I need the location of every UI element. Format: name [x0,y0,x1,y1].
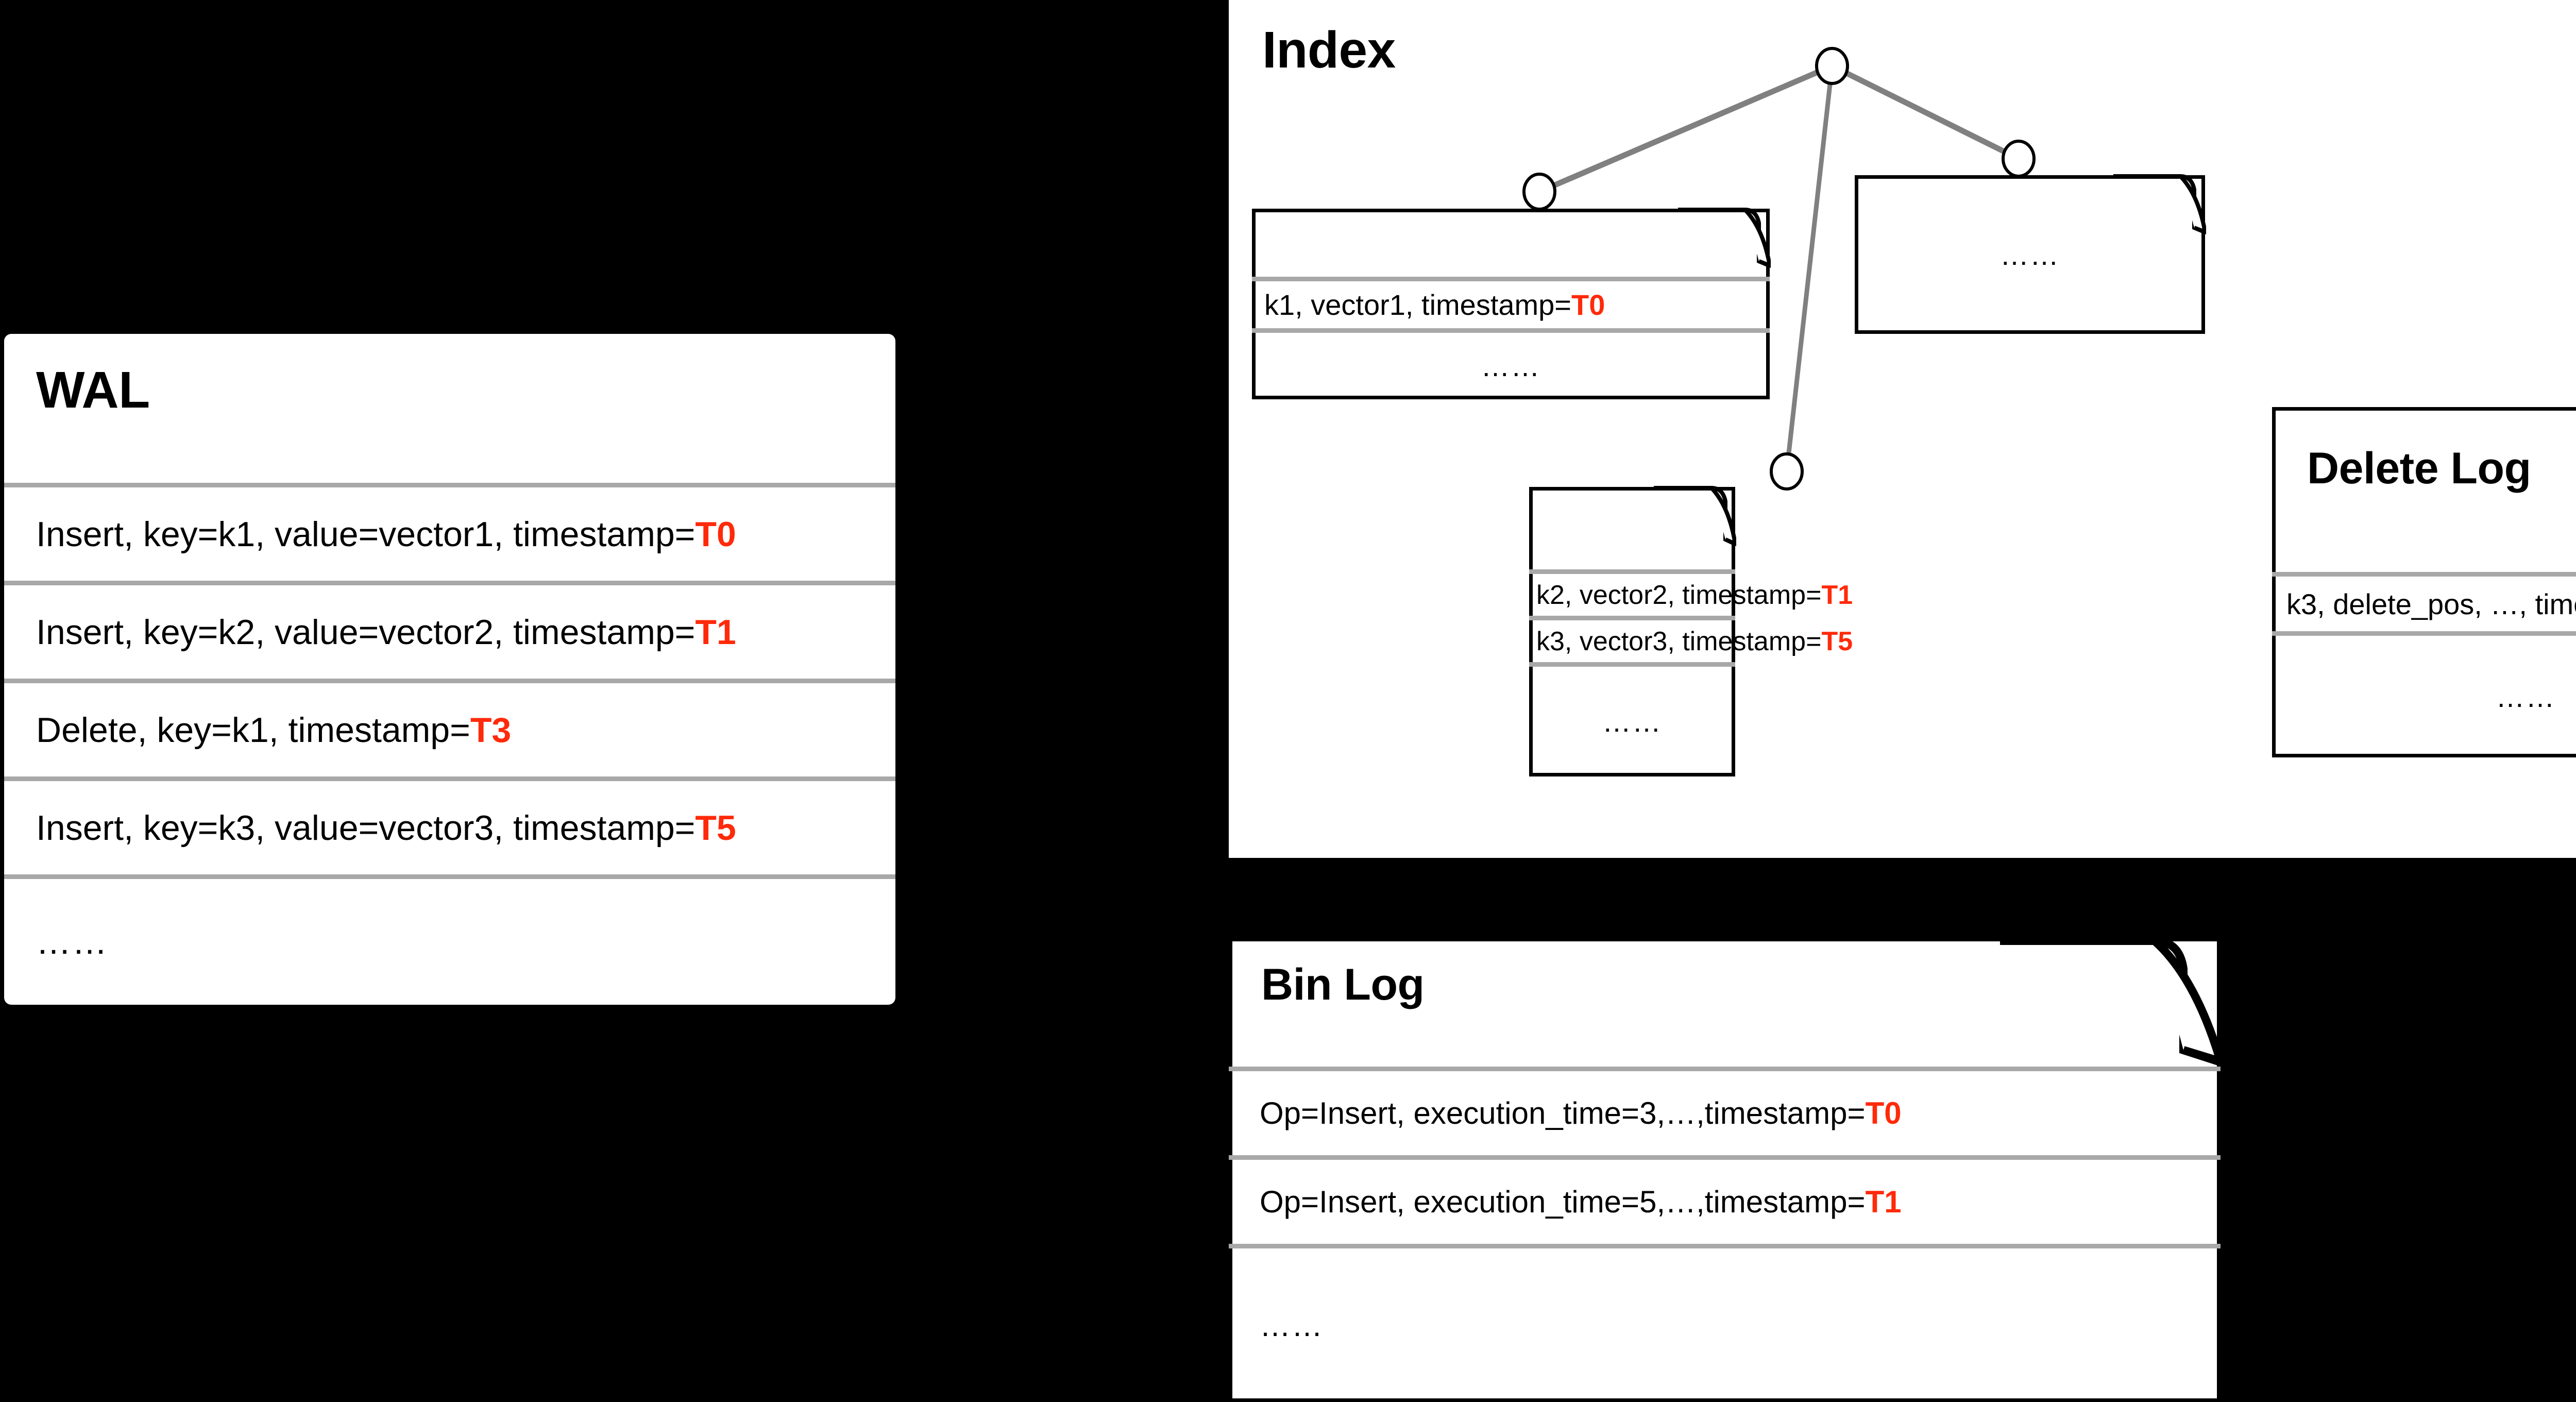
bin-log-row-ellipsis: …… [1260,1308,1324,1343]
index-title: Index [1262,21,1396,79]
leaf-k1-row: k1, vector1, timestamp=T0 [1252,277,1770,328]
bin-log-title: Bin Log [1261,960,1425,1009]
wal-row: …… [4,874,895,1005]
wal-row-text: Insert, key=k3, value=vector3, timestamp… [36,808,736,848]
bin-log-timestamp: T1 [1865,1185,1902,1219]
leaf-k2k3-row: k2, vector2, timestamp=T1 [1529,569,1853,616]
wal-title: WAL [36,361,150,419]
wal-row-timestamp: T1 [695,612,736,652]
wal-row-text: Insert, key=k1, value=vector1, timestamp… [36,514,736,554]
delete-log-title: Delete Log [2307,444,2531,493]
wal-row: Insert, key=k3, value=vector3, timestamp… [4,776,895,874]
delete-log-row: …… [2272,631,2576,757]
wal-panel [4,334,895,1005]
leaf-k3-row-text: k3, vector3, timestamp=T5 [1536,626,1853,656]
leaf-k2k3-row-ellipsis: …… [1602,705,1662,738]
leaf-k1-row: …… [1252,328,1770,399]
wal-row-text: Delete, key=k1, timestamp=T3 [36,710,512,750]
bin-log-row-text: Op=Insert, execution_time=3,…,timestamp=… [1260,1096,1902,1130]
index-leaf-k1: k1, vector1, timestamp=T0 …… [1252,208,1771,399]
wal-row-ellipsis: …… [36,922,108,961]
wal-row: Insert, key=k1, value=vector1, timestamp… [4,483,895,581]
delete-log-panel: k3, delete_pos, …, timestamp=T3 …… [2272,407,2576,757]
leaf-k2-timestamp: T1 [1821,580,1853,610]
wal-row-text: Insert, key=k2, value=vector2, timestamp… [36,612,736,652]
leaf-k1-timestamp: T0 [1571,289,1605,321]
bin-log-row: …… [1229,1244,2221,1402]
delete-log-row-text: k3, delete_pos, …, timestamp=T3 [2286,587,2576,620]
delete-log-body [2272,407,2576,757]
index-leaf-k2-k3: k2, vector2, timestamp=T1 k3, vector3, t… [1529,486,1853,776]
bin-log-row: Op=Insert, execution_time=3,…,timestamp=… [1229,1067,2221,1155]
leaf-right-ellipsis: …… [2000,238,2060,271]
leaf-k2-row-text: k2, vector2, timestamp=T1 [1536,580,1853,610]
leaf-k1-row-ellipsis: …… [1481,350,1541,382]
wal-row-timestamp: T3 [470,710,512,750]
bin-log-timestamp: T0 [1865,1096,1902,1130]
wal-row-timestamp: T5 [695,808,736,848]
index-leaf-right: …… [1855,174,2206,334]
delete-log-row-ellipsis: …… [2496,680,2556,713]
delete-log-row: k3, delete_pos, …, timestamp=T3 [2272,572,2576,631]
leaf-k2k3-row: …… [1529,662,1735,776]
bin-log-row: Op=Insert, execution_time=5,…,timestamp=… [1229,1155,2221,1244]
wal-row: Delete, key=k1, timestamp=T3 [4,679,895,776]
leaf-k3-timestamp: T5 [1821,626,1853,656]
leaf-k2k3-row: k3, vector3, timestamp=T5 [1529,616,1853,662]
wal-row-timestamp: T0 [695,514,736,554]
leaf-k1-row-text: k1, vector1, timestamp=T0 [1264,289,1605,321]
wal-row: Insert, key=k2, value=vector2, timestamp… [4,581,895,679]
leaf-right-row: …… [1855,175,2205,334]
bin-log-panel: Op=Insert, execution_time=3,…,timestamp=… [1229,937,2222,1402]
bin-log-row-text: Op=Insert, execution_time=5,…,timestamp=… [1260,1185,1902,1219]
